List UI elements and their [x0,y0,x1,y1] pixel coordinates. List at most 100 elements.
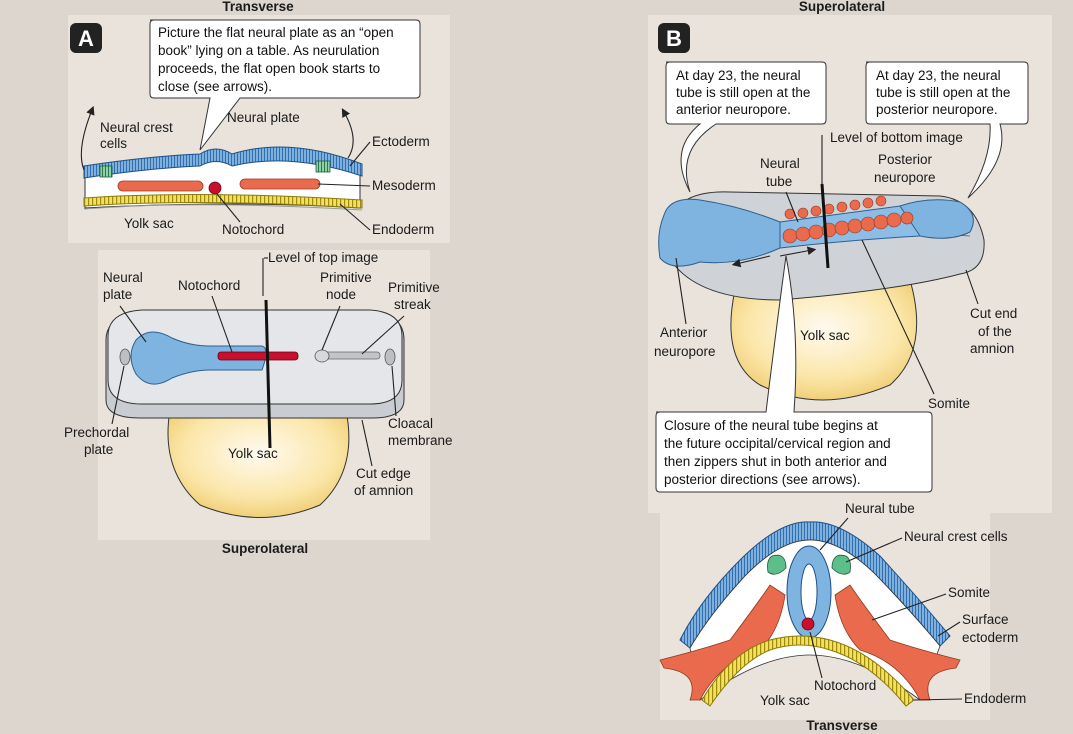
panel-a: A Transverse Picture the flat neural pla… [64,0,453,556]
label-neural-crest-1: Neural crest [100,120,173,135]
mesoderm-left [117,180,204,192]
panel-a-badge [70,23,102,53]
callout-b-bottom-line-1: Closure of the neural tube begins at [664,418,878,433]
label-endoderm-t: Endoderm [964,691,1026,706]
callout-b-right-line-1: At day 23, the neural [876,68,1001,83]
ectoderm-layer [83,146,363,179]
label-yolk-sac-a2: Yolk sac [228,446,278,461]
callout-b-bottom-line-3: then zippers shut in both anterior and [664,454,887,469]
label-posterior-np-1: Posterior [878,152,933,167]
anterior-neuropore-b [658,198,781,267]
superolateral-embryo-b [658,135,985,401]
callout-a-line-2: book” lying on a table. As neurulation [158,43,379,58]
label-ectoderm: Ectoderm [372,134,430,149]
label-primitive-streak-1: Primitive [388,280,440,295]
label-primitive-streak-2: streak [394,297,431,312]
label-cloacal-1: Cloacal [388,416,433,431]
callout-b-bottom-line-4: posterior directions (see arrows). [664,472,861,487]
panel-b-callout-bottom: Closure of the neural tube begins at the… [655,255,933,493]
label-yolk-sac-b: Yolk sac [800,328,850,343]
label-primitive-node-2: node [326,287,356,302]
mesoderm-right [239,178,321,190]
zip-arrow-left [731,255,771,268]
level-line-a [264,299,272,449]
fold-arrow-left [80,105,95,171]
yolk-sac-a-bottom [167,409,350,518]
label-primitive-node-1: Primitive [320,270,372,285]
callout-b-bottom-line-2: the future occipital/cervical region and [664,436,891,451]
callout-a-line-3: proceeds, the flat open book starts to [158,61,380,76]
neural-crest-right-b [831,554,851,575]
callout-b-left-line-1: At day 23, the neural [676,68,801,83]
callout-b-right-line-3: posterior neuropore. [876,102,998,117]
label-level-top: Level of top image [268,250,378,265]
label-anterior-np-2: neuropore [654,344,716,359]
panel-b-callout-left: At day 23, the neural tube is still open… [665,61,827,193]
label-yolk-sac-a: Yolk sac [124,216,174,231]
somite-right-b [834,584,961,701]
callout-b-right-line-2: tube is still open at the [876,85,1010,100]
label-cut-edge-1: Cut edge [356,466,411,481]
label-surface-ecto-1: Surface [962,612,1009,627]
transverse-section-b [659,521,961,707]
label-prechordal-2: plate [84,442,113,457]
label-cloacal-2: membrane [388,433,453,448]
label-somite-b: Somite [928,396,970,411]
callout-b-left-line-2: tube is still open at the [676,85,810,100]
label-cut-end-1: Cut end [970,306,1017,321]
label-neural-tube-b-2: tube [766,174,792,189]
label-neural-plate: Neural plate [227,110,300,125]
label-endoderm-a: Endoderm [372,222,434,237]
label-neural-plate-a2-1: Neural [103,270,143,285]
label-cut-end-2: of the [978,324,1012,339]
zip-arrow-right [779,246,817,257]
panel-a-badge-text: A [78,26,94,51]
neural-plate-a [130,331,267,385]
label-posterior-np-2: neuropore [874,170,936,185]
panel-b-badge-text: B [666,26,682,51]
fold-arrow-right [341,108,354,159]
panel-a-top-title: Transverse [222,0,294,14]
somite-left-b [659,584,786,701]
label-neural-tube-b-1: Neural [760,156,800,171]
level-line-b [820,183,830,269]
label-notochord-a: Notochord [222,222,284,237]
panel-b: B Superolateral At day 23, the neural tu… [648,0,1052,733]
endoderm-b [701,635,915,707]
somite-row-b [782,195,914,244]
label-level-bottom: Level of bottom image [830,130,963,145]
neural-crest-left-b [767,554,787,575]
panel-b-badge [658,23,690,53]
label-neural-plate-a2-2: plate [103,287,132,302]
neural-crest-right [315,160,331,173]
label-neural-crest-2: cells [100,136,127,151]
panel-b-top-title: Superolateral [799,0,885,14]
panel-a-bottom-title: Superolateral [222,541,308,556]
label-cut-edge-2: of amnion [354,483,413,498]
label-notochord-a2: Notochord [178,278,240,293]
callout-a-line-4: close (see arrows). [158,79,272,94]
label-cut-end-3: amnion [970,341,1014,356]
primitive-node [314,349,330,363]
panel-a-callout: Picture the flat neural plate as an “ope… [149,19,421,151]
label-anterior-np-1: Anterior [660,325,708,340]
prechordal-plate [119,348,131,366]
panel-b-callout-right: At day 23, the neural tube is still open… [865,61,1029,199]
panel-b-bottom-title: Transverse [806,718,878,733]
label-yolk-sac-t: Yolk sac [760,693,810,708]
notochord-a2 [217,351,299,361]
label-prechordal-1: Prechordal [64,425,129,440]
notochord-b [801,617,815,631]
notochord-a [208,181,222,195]
label-surface-ecto-2: ectoderm [962,630,1018,645]
callout-b-left-line-3: anterior neuropore. [676,102,791,117]
label-somite-t: Somite [948,585,990,600]
label-mesoderm: Mesoderm [372,178,436,193]
neural-crest-left [99,165,113,178]
callout-a-line-1: Picture the flat neural plate as an “ope… [158,25,394,40]
transverse-section-a [80,105,363,211]
cloacal-membrane [384,348,396,366]
label-notochord-t: Notochord [814,678,876,693]
label-neural-tube-t: Neural tube [845,501,915,516]
